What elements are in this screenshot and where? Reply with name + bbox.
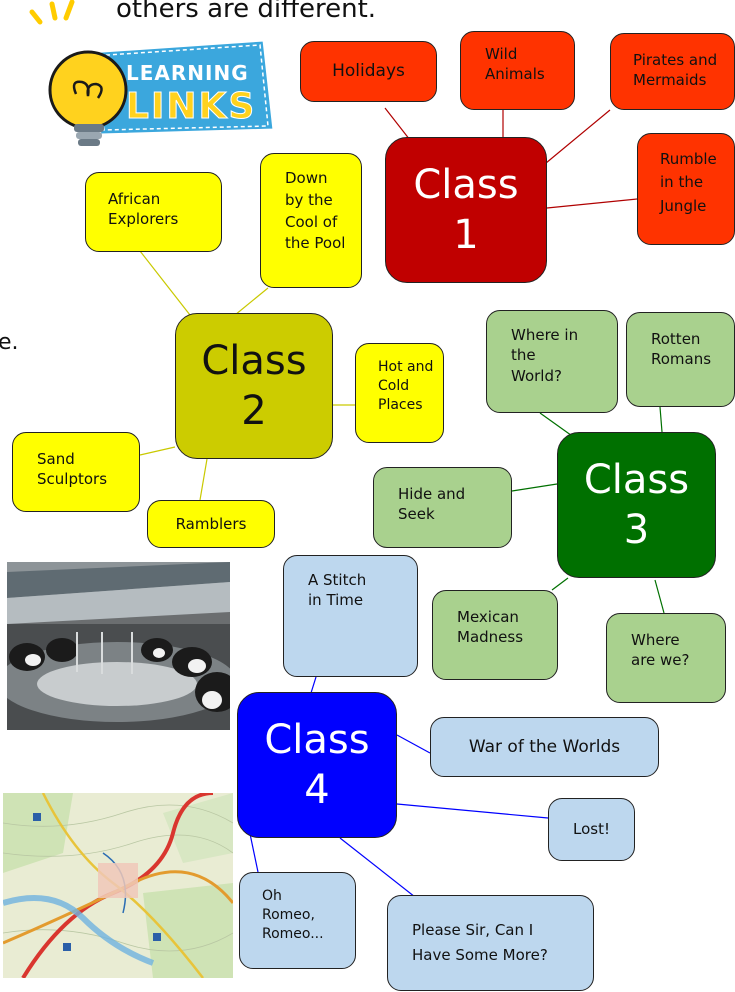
class-4-hub: Class 4 — [237, 692, 397, 838]
connector-class2-sand — [139, 446, 176, 456]
edge-text-fragment: e. — [0, 330, 19, 355]
connector-class4-stitch — [310, 676, 317, 694]
topic-holidays: Holidays — [300, 41, 437, 102]
topic-where-are-we: Where are we? — [606, 613, 726, 703]
topic-please-sir: Please Sir, Can I Have Some More? — [387, 895, 594, 991]
topic-pirates-mermaids: Pirates and Mermaids — [610, 33, 735, 110]
connector-class3-mexican — [551, 577, 569, 591]
topic-rotten-romans: Rotten Romans — [626, 312, 735, 407]
class-3-number: 3 — [623, 507, 650, 553]
class-4-number: 4 — [304, 767, 330, 813]
topic-ramblers: Ramblers — [147, 500, 275, 548]
connector-class3-hide — [511, 483, 558, 492]
logo-line-1: LEARNING — [126, 61, 249, 85]
topic-wild-animals: Wild Animals — [460, 31, 575, 110]
connector-class4-lost — [396, 803, 549, 819]
class-1-number: 1 — [453, 212, 479, 258]
connector-class1-rumble — [546, 198, 638, 209]
connector-class1-pirates — [539, 109, 611, 169]
connector-class3-rotten — [659, 406, 663, 433]
milking-parlour-photo — [7, 562, 230, 730]
topic-african-explorers: African Explorers — [85, 172, 222, 252]
connector-class4-please — [339, 837, 416, 898]
connector-class2-ramblers — [199, 458, 208, 501]
connector-class2-african — [139, 250, 191, 316]
class-4-word: Class — [264, 717, 370, 763]
class-1-word: Class — [413, 162, 519, 208]
connector-class1-holidays — [384, 107, 411, 141]
learning-links-logo: LEARNING LINKS — [29, 0, 276, 146]
lightbulb-icon — [29, 0, 276, 146]
map-photo — [3, 793, 233, 978]
topic-where-in-the-world: Where in the World? — [486, 310, 618, 413]
class-1-hub: Class 1 — [385, 137, 547, 283]
topic-stitch-in-time: A Stitch in Time — [283, 555, 418, 677]
class-2-word: Class — [201, 338, 307, 384]
class-3-hub: Class 3 — [557, 432, 716, 578]
class-2-hub: Class 2 — [175, 313, 333, 459]
topic-oh-romeo: Oh Romeo, Romeo... — [239, 872, 356, 969]
topic-rumble-jungle: Rumble in the Jungle — [637, 133, 735, 245]
topic-war-of-the-worlds: War of the Worlds — [430, 717, 659, 777]
connector-class3-where-are-we — [654, 579, 665, 614]
class-2-number: 2 — [241, 388, 267, 434]
topic-sand-sculptors: Sand Sculptors — [12, 432, 140, 512]
class-3-word: Class — [583, 457, 690, 503]
topic-hide-and-seek: Hide and Seek — [373, 467, 512, 548]
page-heading: others are different. — [116, 0, 377, 24]
connector-class2-down — [234, 287, 269, 316]
topic-hot-cold-places: Hot and Cold Places — [355, 343, 444, 443]
logo-line-2: LINKS — [126, 86, 256, 127]
topic-down-by-the-pool: Down by the Cool of the Pool — [260, 153, 362, 288]
connector-class4-war — [396, 734, 431, 754]
topic-lost: Lost! — [548, 798, 635, 861]
topic-mexican-madness: Mexican Madness — [432, 590, 558, 680]
